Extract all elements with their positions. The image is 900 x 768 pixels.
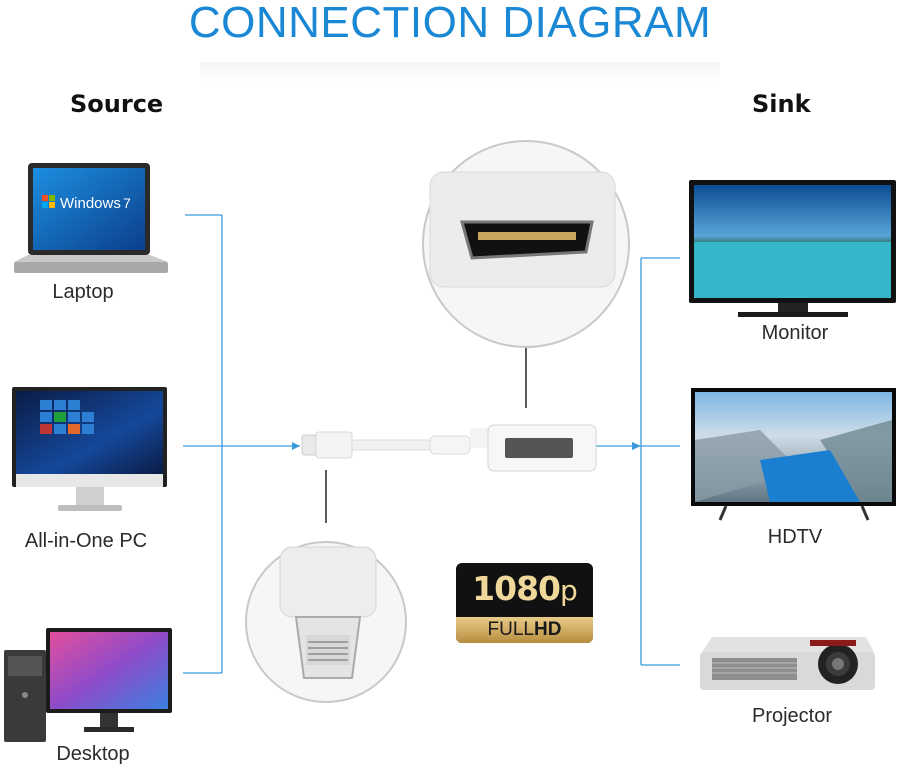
minidp-plug-zoom [245, 541, 407, 703]
badge-resolution: 1080p [472, 569, 578, 608]
sink-label-hdtv: HDTV [767, 526, 823, 548]
adapter-cable [301, 424, 597, 472]
laptop-icon: Windows 7 [14, 163, 168, 273]
fullhd-badge: 1080p FULLHD [456, 563, 593, 643]
badge-fullhd-label: FULLHD [456, 617, 593, 643]
projector-icon [700, 637, 875, 690]
sink-arrow [632, 442, 641, 450]
sink-heading: Sink [752, 90, 811, 118]
sink-label-monitor: Monitor [761, 322, 829, 344]
source-heading: Source [70, 90, 164, 118]
monitor-icon [689, 180, 896, 317]
diagram-title: CONNECTION DIAGRAM [188, 0, 712, 47]
svg-text:7: 7 [123, 195, 131, 211]
desktop-icon [4, 628, 172, 742]
sink-label-projector: Projector [751, 705, 833, 727]
hdtv-icon [691, 388, 896, 521]
sink-connector-lines [596, 257, 680, 666]
all-in-one-pc-icon [12, 387, 167, 511]
source-label-desktop: Desktop [56, 743, 130, 765]
title-underline [200, 62, 720, 82]
svg-text:Windows: Windows [60, 195, 121, 212]
source-arrow [292, 442, 300, 450]
source-label-all-in-one: All-in-One PC [24, 530, 148, 552]
source-connector-lines [183, 214, 300, 674]
source-label-laptop: Laptop [52, 281, 114, 303]
hdmi-port-zoom [422, 140, 630, 348]
